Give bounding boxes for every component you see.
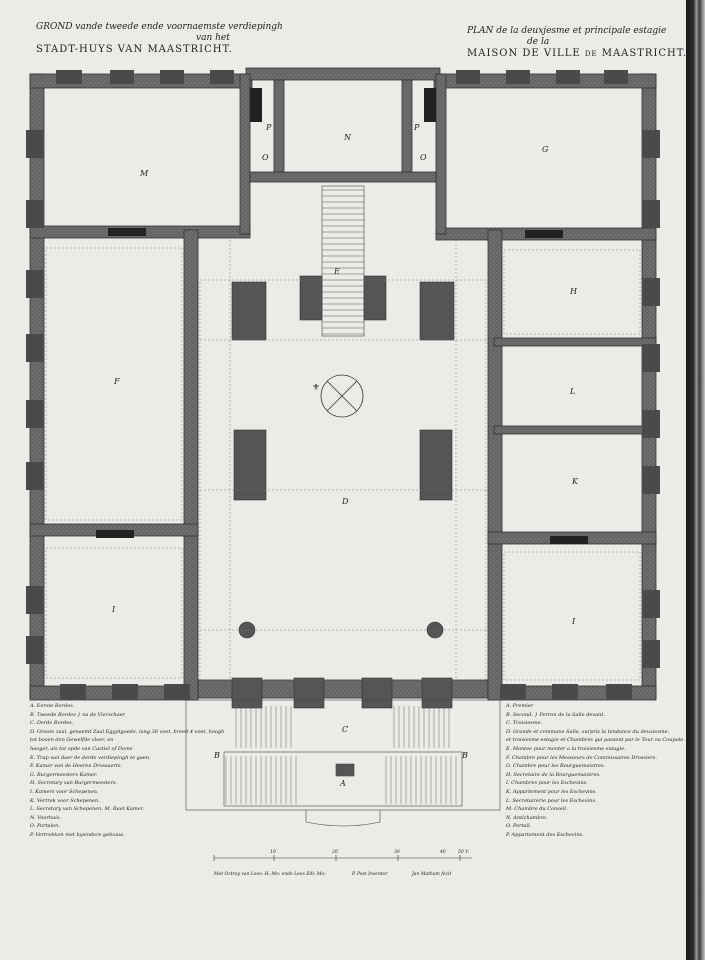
front-stairs <box>185 699 501 827</box>
legend-item: M. Chambre du Conseil. <box>506 806 568 813</box>
legend-item: E. Montee pour monter a la troisiesme es… <box>506 745 626 752</box>
room-D-label: D <box>341 497 349 506</box>
legend-item: B. Second. } Perron de la Salle devant. <box>506 711 605 718</box>
scale-tick: 30 <box>394 849 400 855</box>
title-dutch-line1: GROND vande tweede ende voornaemste verd… <box>36 22 283 32</box>
outer-walls <box>29 67 657 701</box>
room-P-left-label: P <box>265 123 272 132</box>
legend-dutch: A. Eerste Bordes. B. Tweede Bordes } na … <box>30 702 224 840</box>
scale-tick: 20 <box>331 849 338 855</box>
room-I-left-label: I <box>111 605 116 614</box>
staircase-E <box>321 185 365 337</box>
legend-item: P. Vertrekken met bysindere gebouw. <box>30 831 124 838</box>
legend-item: hooger, als tot opde van Castiel of Dome <box>30 745 133 752</box>
legend-item: O. Portail. <box>506 823 532 830</box>
legend-item: A. Premier <box>506 703 534 709</box>
room-F-label: F <box>113 377 120 386</box>
title-french-line3: MAISON DE VILLE de MAASTRICHT. <box>467 48 688 59</box>
scale-bar <box>213 855 472 861</box>
scale-bar-ticks: 10 20 30 40 50 V. <box>270 849 470 855</box>
chimneys <box>96 88 588 544</box>
legend-item: O. Portalen. <box>30 823 60 830</box>
hall-piers <box>231 275 455 709</box>
room-I-right-label: I <box>571 617 576 626</box>
room-P-right-label: P <box>413 123 420 132</box>
legend-item: K. Vertrek voor Schepenen. <box>30 797 100 804</box>
room-C-label: C <box>342 725 348 734</box>
legend-item: F. Kamer van de Heeren Drossaerts. <box>30 763 123 770</box>
scale-tick: 50 V. <box>458 849 470 855</box>
room-letters: M N G P P O O E F D H L K I I C B B A <box>111 123 579 788</box>
legend-item: G. Chambre pour les Bourguemaistres. <box>506 763 606 770</box>
legend-item: H. Secretaire de la Bourguemaistres. <box>506 771 601 778</box>
legend-item: B. Tweede Bordes } na de Vierschaer <box>30 711 126 718</box>
title-french: PLAN de la deuxjesme et principale estag… <box>467 26 687 59</box>
legend-item: K. Appartement pour les Eschevins. <box>506 788 597 795</box>
legend-item: E. Trap van daer de derde verdiepingh te… <box>30 754 151 761</box>
legend-item: D. Grande et commune Salle, surpris la t… <box>506 728 670 735</box>
title-dutch: GROND vande tweede ende voornaemste verd… <box>36 22 283 55</box>
footer-inventor: P. Post Inventor <box>352 872 388 877</box>
title-french-line1: PLAN de la deuxjesme et principale estag… <box>467 26 667 36</box>
legend-item: L. Secretary van Schepenen. M. Raet Kame… <box>30 806 145 813</box>
room-G-label: G <box>542 145 549 154</box>
room-B-left-label: B <box>213 751 220 760</box>
scale-tick: 40 <box>439 849 446 855</box>
window-piers <box>26 70 660 700</box>
legend-item: H. Secretary van Burgermeesters. <box>30 780 118 787</box>
room-L-label: L <box>569 387 575 396</box>
title-dutch-line3: STADT-HUYS VAN MAASTRICHT. <box>36 44 233 55</box>
room-H-label: H <box>569 287 578 296</box>
scale-tick: 10 <box>270 849 276 855</box>
legend-item: C. Troisiesme. <box>506 720 543 727</box>
room-N-label: N <box>343 133 352 142</box>
legend-item: et troisiesme estagie et Chambres qui pa… <box>506 737 685 744</box>
title-dutch-line2: van het <box>196 33 230 43</box>
legend-item: D. Groote zaal, genaemt Zaal Egyptgoede,… <box>30 728 225 735</box>
legend-item: C. Derde Bordes. <box>30 720 74 727</box>
legend-item: G. Burgermeesters Kamer. <box>30 771 98 778</box>
legend-item: F. Chambre pour les Messieurs de Commiss… <box>506 754 657 761</box>
legend-item: I. Chambres pour les Eschevins. <box>506 780 588 787</box>
room-B-right-label: B <box>461 751 468 760</box>
legend-item: tot boven den Gewelfde vloer, en <box>30 737 114 744</box>
legend-item: N. Antichambre. <box>506 814 548 821</box>
room-A-label: A <box>339 779 346 788</box>
front-stairs-treads <box>225 706 457 804</box>
engraving-sheet <box>0 0 686 960</box>
room-O-right-label: O <box>420 153 427 162</box>
legend-item: N. Voorhuis. <box>30 814 61 821</box>
compass-rose <box>320 374 364 418</box>
title-french-line2: de la <box>527 37 550 47</box>
legend-item: P. Appartement des Eschevins. <box>506 831 584 838</box>
room-K-label: K <box>571 477 579 486</box>
room-E-label: E <box>333 267 340 276</box>
legend-french: A. Premier B. Second. } Perron de la Sal… <box>506 702 685 840</box>
dotted-guides <box>45 240 641 681</box>
staircase-E-treads <box>322 189 364 335</box>
legend-item: I. Kamers voor Schepenen. <box>30 788 99 795</box>
room-M-label: M <box>139 169 149 178</box>
floor-plan: ⚜ M N G P P O O E F D H L K I I C B B A … <box>26 67 660 861</box>
legend-item: L. Secretairerie pour les Eschevins. <box>506 797 597 804</box>
book-spine-edge <box>686 0 705 960</box>
room-O-left-label: O <box>262 153 269 162</box>
legend-item: A. Eerste Bordes. <box>30 703 75 709</box>
footer-engraver: Jan Matham fecit <box>412 872 452 877</box>
footer-privilege: Met Octroy van Lees: H: Mo: ende Lees Ed… <box>214 872 326 877</box>
compass-fleur-icon: ⚜ <box>312 383 320 393</box>
